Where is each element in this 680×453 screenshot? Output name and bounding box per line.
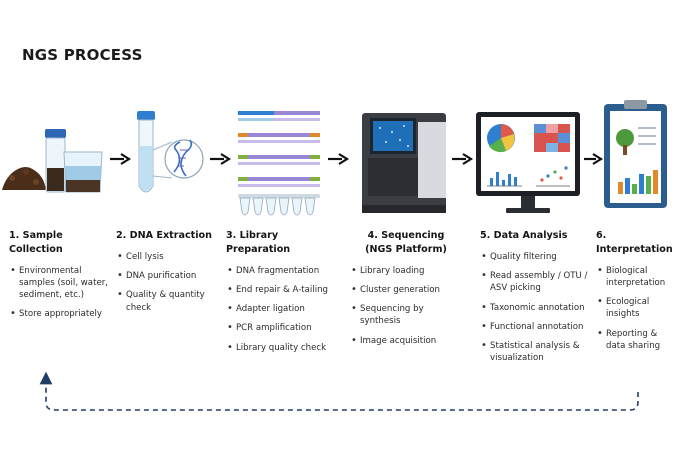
list-item: Store appropriately xyxy=(9,307,113,321)
list-item: Quality & quantity check xyxy=(116,288,216,313)
step-interpretation: 6. Interpretation Biological interpretat… xyxy=(596,229,678,359)
list-item: Reporting & data sharing xyxy=(596,327,678,352)
list-item: Adapter ligation xyxy=(226,302,336,316)
list-item: DNA fragmentation xyxy=(226,264,336,278)
list-item: Biological interpretation xyxy=(596,264,678,289)
flow-arrow-5 xyxy=(584,153,604,165)
list-item: Taxonomic annotation xyxy=(480,300,590,314)
library-dna-strands-icon xyxy=(238,111,320,187)
clipboard-report-icon xyxy=(604,100,667,208)
flow-arrow-1 xyxy=(110,153,132,165)
list-item: Quality filtering xyxy=(480,250,590,264)
list-item: Library quality check xyxy=(226,341,336,355)
list-item: DNA purification xyxy=(116,269,216,283)
step-title-line: 4. Sequencing xyxy=(367,230,445,241)
flow-arrow-4 xyxy=(452,153,474,165)
list-item: Image acquisition xyxy=(350,334,462,348)
pcr-tubes-icon xyxy=(238,194,320,216)
step-title: 3. Library Preparation xyxy=(226,230,291,255)
step-sample-collection: 1. Sample Collection Environmental sampl… xyxy=(9,229,113,328)
list-item: Cluster generation xyxy=(350,283,462,297)
data-analysis-monitor-icon xyxy=(476,112,580,213)
flow-arrow-3 xyxy=(328,153,350,165)
list-item: Library loading xyxy=(350,264,462,278)
list-item: Environmental samples (soil, water, sedi… xyxy=(9,264,113,302)
sequencer-machine-icon xyxy=(362,113,446,213)
flow-arrow-2 xyxy=(210,153,232,165)
soil-sample-icon xyxy=(2,129,103,193)
list-item: Sequencing by synthesis xyxy=(350,302,462,327)
list-item: Functional annotation xyxy=(480,320,590,334)
step-dna-extraction: 2. DNA Extraction Cell lysis DNA purific… xyxy=(116,229,216,321)
step-title: 5. Data Analysis xyxy=(480,230,568,241)
step-sequencing: 4. Sequencing (NGS Platform) Library loa… xyxy=(350,229,462,354)
step-library-preparation: 3. Library Preparation DNA fragmentation… xyxy=(226,229,336,361)
step-title: 2. DNA Extraction xyxy=(116,230,212,241)
list-item: End repair & A-tailing xyxy=(226,283,336,297)
page-title: NGS PROCESS xyxy=(22,46,143,64)
feedback-loop-arrow xyxy=(39,371,639,411)
step-data-analysis: 5. Data Analysis Quality filtering Read … xyxy=(480,229,590,371)
step-title: 1. Sample Collection xyxy=(9,230,63,255)
list-item: Statistical analysis & visualization xyxy=(480,339,590,364)
step-title: 4. Sequencing (NGS Platform) xyxy=(350,229,462,257)
list-item: PCR amplification xyxy=(226,321,336,335)
step-title-line: (NGS Platform) xyxy=(365,243,447,255)
test-tube-dna-icon xyxy=(137,111,204,193)
list-item: Read assembly / OTU / ASV picking xyxy=(480,269,590,294)
list-item: Ecological insights xyxy=(596,295,678,320)
list-item: Cell lysis xyxy=(116,250,216,264)
step-title: 6. Interpretation xyxy=(596,230,673,255)
